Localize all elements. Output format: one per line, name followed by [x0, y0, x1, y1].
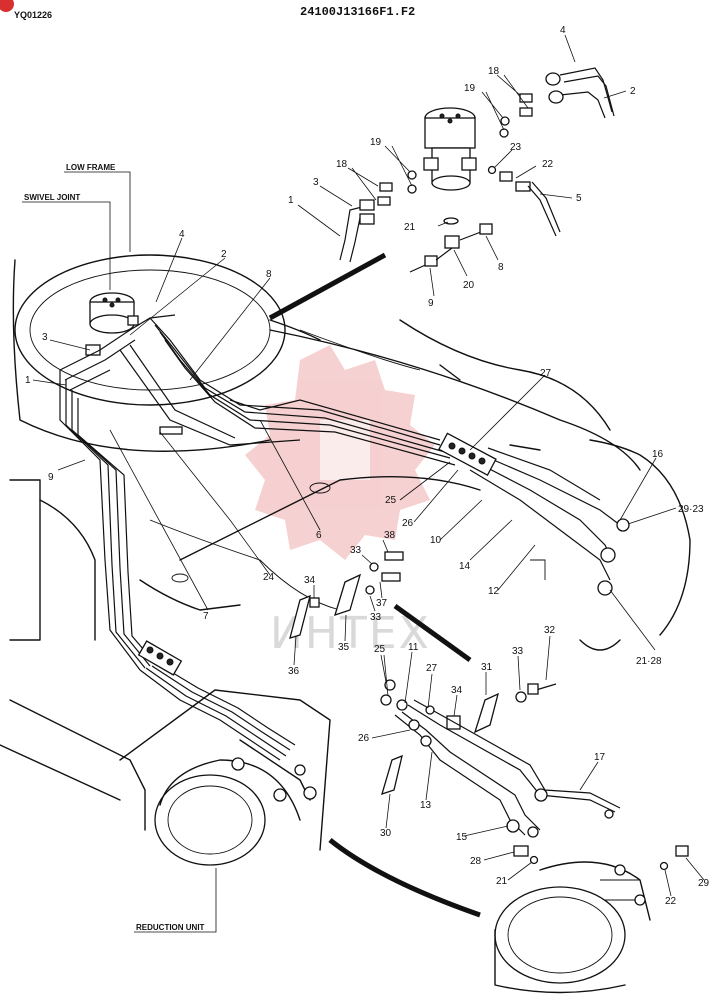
callout-5: 5 — [576, 193, 582, 204]
callout-34: 34 — [304, 575, 316, 586]
exploded-pipe-1-3 — [339, 199, 375, 263]
callout-3: 3 — [42, 332, 48, 343]
corner-badge — [0, 0, 14, 12]
reduction-unit-right — [494, 861, 651, 994]
callout-32: 32 — [544, 625, 556, 636]
callout-38: 38 — [384, 530, 396, 541]
exploded-pipe-4-2 — [545, 67, 615, 119]
swivel-joint-exploded — [423, 107, 477, 191]
exploded-pipe-5 — [499, 171, 561, 237]
callout-9: 9 — [48, 472, 54, 483]
callout-29-23: 29·23 — [678, 504, 704, 515]
callout-19: 19 — [370, 137, 382, 148]
callout-6: 6 — [316, 530, 322, 541]
callout-24: 24 — [263, 572, 275, 583]
tag-reduction-unit: REDUCTION UNIT — [134, 868, 217, 933]
callout-27: 27 — [426, 663, 438, 674]
tag-reduction-unit-text: REDUCTION UNIT — [136, 923, 205, 932]
callout-28: 28 — [470, 856, 482, 867]
callout-4: 4 — [179, 229, 185, 240]
doc-code: YQ01226 — [14, 10, 52, 20]
tag-low-frame: LOW FRAME — [64, 163, 131, 252]
tag-swivel-joint: SWIVEL JOINT — [22, 193, 111, 290]
callout-8: 8 — [266, 269, 272, 280]
callout-leaders — [32, 34, 705, 897]
clamp-parts-right — [381, 683, 557, 796]
callout-9: 9 — [428, 298, 434, 309]
callout-2: 2 — [630, 86, 636, 97]
callout-3: 3 — [313, 177, 319, 188]
callout-26: 26 — [402, 518, 414, 529]
callout-21: 21 — [496, 876, 508, 887]
pipe-bundle-main — [59, 314, 621, 761]
callout-33: 33 — [370, 612, 382, 623]
tag-swivel-joint-text: SWIVEL JOINT — [24, 193, 80, 202]
callout-15: 15 — [456, 832, 468, 843]
callout-22: 22 — [665, 896, 677, 907]
pipe-end-fittings-right — [597, 518, 630, 596]
callout-21: 21 — [404, 222, 416, 233]
callout-31: 31 — [481, 662, 493, 673]
callout-17: 17 — [594, 752, 606, 763]
machine-body — [0, 254, 691, 831]
callout-18: 18 — [488, 66, 500, 77]
guide-stroke-bottom — [328, 838, 481, 918]
callout-37: 37 — [376, 598, 388, 609]
callout-21-28: 21·28 — [636, 656, 662, 667]
reduction-unit-left — [119, 689, 331, 866]
clamp-parts-middle — [289, 551, 404, 639]
fitting-small — [159, 426, 183, 435]
exploded-fittings-18-19 — [377, 93, 533, 206]
callout-26: 26 — [358, 733, 370, 744]
exploded-fittings-8-9-20 — [409, 223, 493, 273]
callout-1: 1 — [25, 375, 31, 386]
callout-34: 34 — [451, 685, 463, 696]
callout-14: 14 — [459, 561, 471, 572]
callout-labels: 4 2 18 19 19 18 3 1 23 22 5 21 8 9 20 4 … — [25, 25, 710, 907]
callout-23: 23 — [510, 142, 522, 153]
callout-8: 8 — [498, 262, 504, 273]
callout-25: 25 — [374, 644, 386, 655]
guide-stroke-mid — [393, 603, 472, 663]
watermark-gear-logo — [245, 345, 435, 560]
callout-18: 18 — [336, 159, 348, 170]
callout-29: 29 — [698, 878, 710, 889]
callout-4: 4 — [560, 25, 566, 36]
exploded-fitting-23 — [487, 165, 497, 175]
callout-16: 16 — [652, 449, 664, 460]
tag-low-frame-text: LOW FRAME — [66, 163, 116, 172]
callout-1: 1 — [288, 195, 294, 206]
callout-12: 12 — [488, 586, 500, 597]
pipe-clamp-block-lower — [137, 640, 183, 676]
callout-19: 19 — [464, 83, 476, 94]
callout-25: 25 — [385, 495, 397, 506]
callout-13: 13 — [420, 800, 432, 811]
pipe-clamp-block-upper — [438, 432, 497, 476]
callout-27: 27 — [540, 368, 552, 379]
callout-33: 33 — [350, 545, 362, 556]
callout-20: 20 — [463, 280, 475, 291]
callout-11: 11 — [408, 642, 419, 653]
callout-35: 35 — [338, 642, 350, 653]
figure-code: 24100J13166F1.F2 — [300, 5, 415, 19]
guide-stroke-top — [268, 252, 387, 321]
callout-30: 30 — [380, 828, 392, 839]
callout-33: 33 — [512, 646, 524, 657]
callout-7: 7 — [203, 611, 209, 622]
callout-36: 36 — [288, 666, 300, 677]
callout-22: 22 — [542, 159, 554, 170]
callout-2: 2 — [221, 249, 227, 260]
swivel-joint-assembly — [85, 292, 139, 356]
callout-10: 10 — [430, 535, 442, 546]
pipe-bundle-exploded-right — [380, 679, 689, 871]
